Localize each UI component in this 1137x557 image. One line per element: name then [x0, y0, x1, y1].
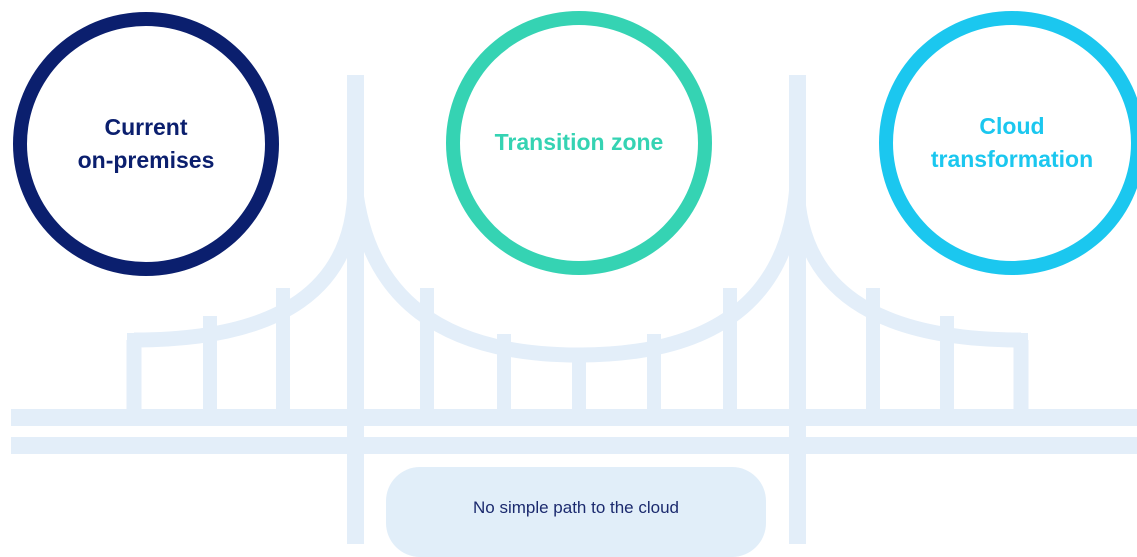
bridge-tower [347, 75, 364, 544]
bridge-deck [11, 409, 1137, 426]
note-text: No simple path to the cloud [472, 498, 679, 517]
bridge-cable [133, 184, 363, 348]
bridge-illustration [11, 75, 1137, 544]
stage-cloud-label: Cloud transformation [930, 112, 1094, 172]
stage-transition-label: Transition zone [494, 129, 664, 156]
stage-current-circle: Current on-premises [13, 12, 279, 276]
stage-cloud-circle: Cloud transformation [879, 11, 1137, 275]
bridge-cable [347, 184, 805, 363]
stage-current-label: Current on-premises [77, 113, 215, 173]
bridge-hanger [572, 348, 586, 411]
note-callout: No simple path to the cloud [386, 467, 766, 557]
bridge-deck-lower [11, 437, 1137, 454]
bridge-tower [789, 75, 806, 544]
stage-transition-circle: Transition zone [446, 11, 712, 275]
bridge-cable [789, 184, 1022, 348]
